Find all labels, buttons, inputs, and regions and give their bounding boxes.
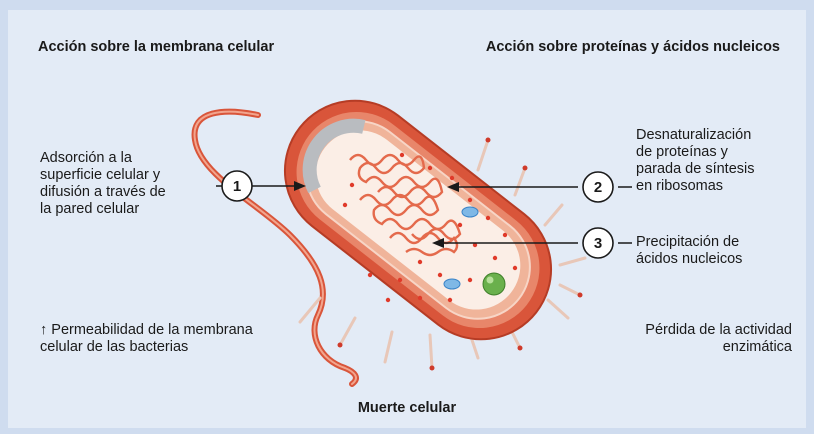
callout-number-3: 3 [594, 235, 602, 252]
label-permeabilidad: ↑ Permeabilidad de la membrana celular d… [40, 322, 253, 356]
callout-number-1: 1 [233, 178, 241, 195]
heading-protein-action: Acción sobre proteínas y ácidos nucleico… [400, 39, 780, 56]
heading-cell-death: Muerte celular [0, 400, 814, 417]
label-desnaturalizacion: Desnaturalización de proteínas y parada … [636, 127, 755, 195]
callout-number-2: 2 [594, 179, 602, 196]
label-perdida: Pérdida de la actividad enzimática [572, 322, 792, 356]
heading-membrane-action: Acción sobre la membrana celular [38, 39, 274, 56]
label-precipitacion: Precipitación de ácidos nucleicos [636, 234, 742, 268]
label-adsorcion: Adsorción a la superficie celular y difu… [40, 150, 166, 218]
